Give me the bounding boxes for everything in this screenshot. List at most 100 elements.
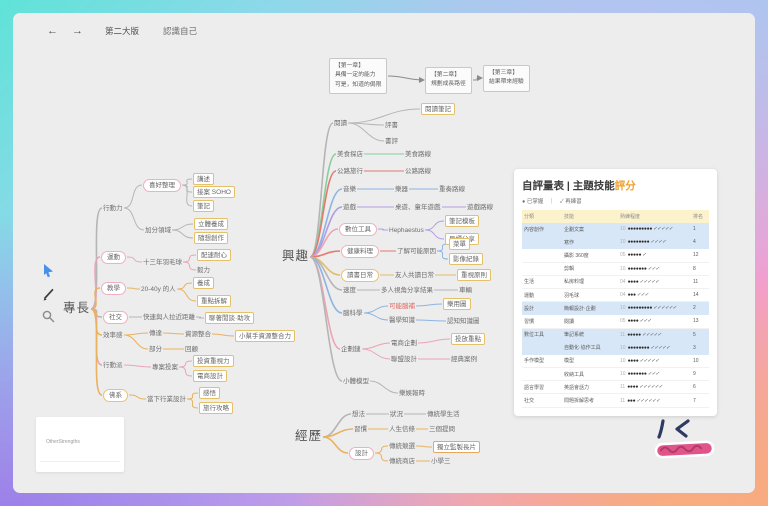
mindmap-node[interactable]: 公路路線	[405, 167, 431, 175]
mindmap-node[interactable]: 數位工具	[339, 222, 377, 236]
mindmap-node[interactable]: 小幫手資源整合力	[235, 330, 295, 343]
mindmap-node[interactable]: 速度	[343, 286, 356, 294]
mindmap-node[interactable]: 快速與人拉近距離	[143, 313, 195, 321]
mindmap-node[interactable]: 可能腦補	[389, 302, 415, 310]
mindmap-node[interactable]: 影像紀錄	[449, 253, 483, 266]
mindmap-node[interactable]: 重點拆解	[197, 295, 231, 308]
mindmap-node[interactable]: 投放重點	[451, 333, 485, 346]
panel-title: 自評量表 | 主題技能評分	[522, 180, 636, 192]
mindmap-node[interactable]: 傳統學生活	[427, 410, 460, 418]
mindmap-node[interactable]: 隨想創作	[194, 232, 228, 245]
text-cursor-icon[interactable]	[41, 263, 56, 278]
mindmap-node[interactable]: 企劃鏈	[341, 345, 361, 353]
mindmap-node[interactable]: 遊戲路線	[467, 203, 493, 211]
mindmap-node[interactable]: 養成	[193, 277, 214, 290]
mindmap-node[interactable]: 小學三	[431, 457, 451, 465]
mindmap-node[interactable]: 小體模型	[343, 377, 369, 385]
mindmap-node[interactable]: 友人共讀日常	[395, 271, 434, 279]
mindmap-node[interactable]: 傳統競選	[389, 442, 415, 450]
mindmap-node[interactable]: 加分領域	[145, 226, 171, 234]
chapter-box[interactable]: 【第二章】 規劃成長路徑	[425, 66, 472, 94]
mindmap-node[interactable]: 傳達	[149, 329, 162, 337]
mindmap-node[interactable]: 興趣	[282, 249, 310, 263]
mindmap-node[interactable]: Hephaestus	[389, 226, 424, 234]
mindmap-node[interactable]: 筆記模板	[445, 215, 479, 228]
chapter-box[interactable]: 【第三章】 結果帶來經驗	[483, 64, 530, 92]
mindmap-node[interactable]: 狀況	[390, 410, 403, 418]
mindmap-node[interactable]: 聊著閒談·助攻	[205, 312, 255, 325]
cell-rank: 12	[691, 248, 709, 263]
mindmap-node[interactable]: 遊戲	[343, 203, 356, 211]
mindmap-node[interactable]: 經典案例	[451, 355, 477, 363]
mindmap-node[interactable]: 樂器	[395, 185, 408, 193]
mindmap-node[interactable]: 當下行業設計	[147, 395, 186, 403]
pen-icon[interactable]	[41, 287, 56, 302]
mindmap-node[interactable]: 專長	[63, 301, 91, 315]
mindmap-node[interactable]: 社交	[103, 310, 128, 324]
mindmap-node[interactable]: 電商企劃	[391, 339, 417, 347]
mindmap-node[interactable]: 十三年羽毛球	[143, 258, 182, 266]
mindmap-node[interactable]: 旅行攻略	[199, 402, 233, 415]
mindmap-node[interactable]: 獨立監製長片	[433, 441, 480, 454]
chapter-box[interactable]: 【第一章】 具備一定的能力 可是，知道的侷限	[329, 57, 388, 95]
mindmap-node[interactable]: 回顧	[185, 345, 198, 353]
mindmap-node[interactable]: 菜單	[449, 238, 470, 251]
mindmap-node[interactable]: 人生信條	[389, 425, 415, 433]
mindmap-node[interactable]: 了解可能原因	[397, 247, 436, 255]
mindmap-node[interactable]: 聯盟設計	[391, 355, 417, 363]
mindmap-node[interactable]: 樂娛報時	[399, 389, 425, 397]
mindmap-node[interactable]: 經歷	[295, 429, 323, 443]
mindmap-node[interactable]: 書評	[385, 137, 398, 145]
mindmap-node[interactable]: 接案 SOHO	[193, 186, 235, 199]
mindmap-node[interactable]: 設計	[349, 446, 374, 460]
breadcrumb-page-name[interactable]: 認識自己	[163, 26, 198, 36]
mindmap-node[interactable]: 閱讀	[334, 119, 347, 127]
mindmap-node[interactable]: 桌遊、童年遊戲	[395, 203, 441, 211]
mindmap-node[interactable]: 醫學知識	[389, 316, 415, 324]
mindmap-node[interactable]: 樂用圖	[443, 298, 471, 311]
mindmap-node[interactable]: 認知知識圖	[447, 317, 480, 325]
mindmap-node[interactable]: 重視原則	[457, 269, 491, 282]
mindmap-node[interactable]: 腦科學	[343, 309, 363, 317]
mindmap-node[interactable]: 毅力	[197, 266, 210, 274]
search-icon[interactable]	[41, 309, 56, 324]
mindmap-node[interactable]: 立體養成	[194, 218, 228, 231]
mindmap-node[interactable]: 投資重視力	[193, 355, 234, 368]
mindmap-node[interactable]: 電商設計	[193, 370, 227, 383]
mindmap-node[interactable]: 習慣	[354, 425, 367, 433]
mindmap-node[interactable]: 重奏路線	[439, 185, 465, 193]
mindmap-node[interactable]: 配速耐心	[197, 249, 231, 262]
mindmap-node[interactable]: 資源整合	[185, 330, 211, 338]
mindmap-node[interactable]: 行動力	[103, 204, 123, 212]
mindmap-node[interactable]: 部分	[149, 345, 162, 353]
cell-skill: 企劃文案	[562, 223, 618, 237]
mindmap-node[interactable]: 多人視角分享結果	[381, 286, 433, 294]
cell-rating: 11●●●✓✓✓✓✓✓	[618, 393, 691, 408]
mindmap-node[interactable]: 講述	[193, 173, 214, 186]
mindmap-node[interactable]: 車輛	[459, 286, 472, 294]
mindmap-node[interactable]: 讀書日常	[341, 268, 379, 282]
mindmap-node[interactable]: 筆記	[193, 200, 214, 213]
mindmap-node[interactable]: 感悟	[199, 387, 220, 400]
mindmap-node[interactable]: 健康料理	[341, 244, 379, 258]
mindmap-node[interactable]: 評書	[385, 121, 398, 129]
mindmap-node[interactable]: 想法	[352, 410, 365, 418]
mindmap-node[interactable]: 傳統商店	[389, 457, 415, 465]
mindmap-node[interactable]: 音樂	[343, 185, 356, 193]
mindmap-node[interactable]: 教學	[101, 281, 126, 295]
mindmap-node[interactable]: 喜好整理	[143, 178, 181, 192]
mindmap-node[interactable]: 閱讀筆記	[421, 103, 455, 116]
back-arrow-icon[interactable]: ←	[47, 25, 58, 37]
mindmap-node[interactable]: 三個提問	[429, 425, 455, 433]
breadcrumb-board-name[interactable]: 第二大版	[105, 26, 140, 36]
mindmap-node[interactable]: 運動	[101, 250, 126, 264]
mindmap-node[interactable]: 美食路線	[405, 150, 431, 158]
forward-arrow-icon[interactable]: →	[72, 25, 83, 37]
mindmap-node[interactable]: 效率感	[103, 331, 123, 339]
mindmap-node[interactable]: 美食探店	[337, 150, 363, 158]
mindmap-node[interactable]: 專案投案	[152, 363, 178, 371]
mindmap-node[interactable]: 行動派	[103, 361, 123, 369]
mindmap-node[interactable]: 佛系	[103, 388, 128, 402]
mindmap-node[interactable]: 公路旅行	[337, 167, 363, 175]
mindmap-node[interactable]: 20-40y 的人	[141, 285, 176, 293]
